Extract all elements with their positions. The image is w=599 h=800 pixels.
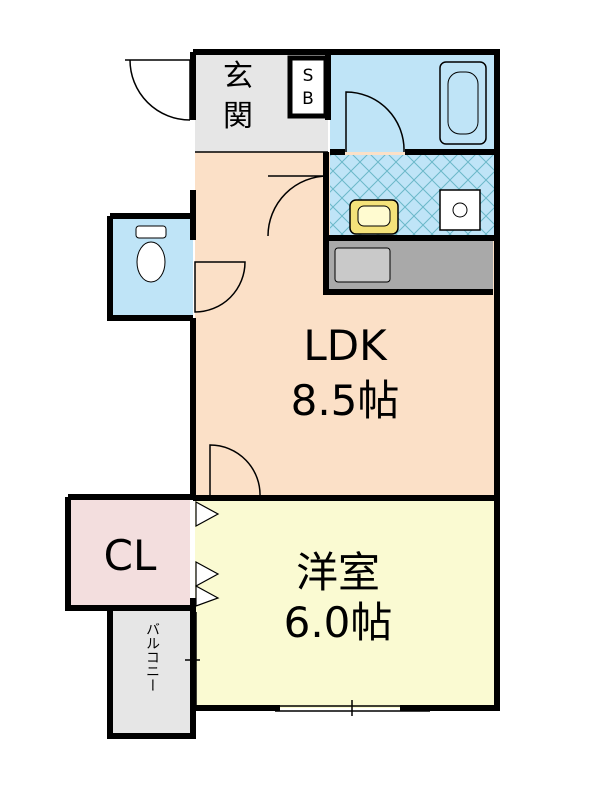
closet-label: CL — [104, 531, 157, 580]
balcony-label: バルコニー — [144, 622, 160, 692]
balcony-area — [110, 610, 190, 736]
walls — [65, 49, 500, 739]
toilet-fixture — [135, 225, 167, 283]
shoe-box-label-bottom: B — [302, 89, 314, 109]
ldk-size: 8.5帖 — [291, 376, 400, 425]
ldk-name: LDK — [303, 321, 388, 370]
western-room-size: 6.0帖 — [284, 598, 393, 647]
western-room — [195, 500, 495, 708]
shoe-box-label-top: S — [303, 66, 314, 86]
entrance-label-bottom: 関 — [223, 99, 253, 134]
western-room-name: 洋室 — [296, 548, 380, 597]
washing-machine-pan — [439, 189, 481, 231]
bathtub — [439, 61, 487, 145]
washbasin — [349, 199, 399, 235]
doors — [125, 59, 430, 716]
closet-doors — [195, 500, 220, 607]
kitchen-sink — [334, 247, 391, 283]
entrance-label-top: 玄 — [223, 59, 253, 94]
closet — [70, 498, 190, 606]
